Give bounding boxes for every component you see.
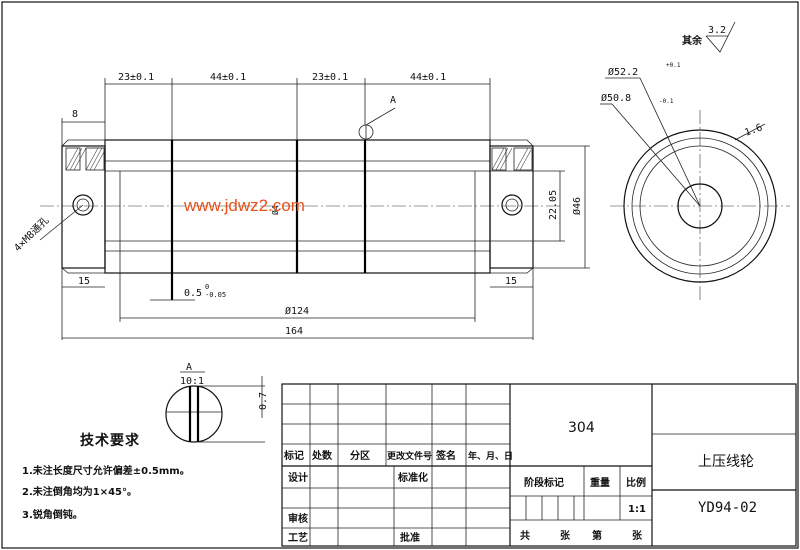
tb-part-code: YD94-02 [698, 500, 757, 516]
tb-part-name: 上压线轮 [698, 454, 754, 470]
title-block: 标记 处数 分区 更改文件号 签名 年、月、日 设计 标准化 审核 工艺 批准 … [281, 383, 797, 547]
dim-top-4: 44±0.1 [410, 72, 446, 83]
tb-h-sign: 签名 [435, 449, 456, 462]
tech-notes: 技术要求 1.未注长度尺寸允许偏差±0.5mm。 2.未注倒角均为1×45°。 … [22, 432, 190, 521]
dim-overall: 164 [285, 326, 303, 337]
end-chamfer: 1.6 [743, 122, 764, 139]
tb-sheets: 张 [560, 529, 571, 542]
tb-ratio: 1:1 [628, 504, 646, 515]
tb-sheet-no: 第 [592, 529, 602, 542]
tb-design: 设计 [288, 471, 308, 484]
tb-h-doc: 更改文件号 [387, 450, 432, 462]
tb-h-mark: 标记 [283, 449, 304, 462]
tb-stage: 阶段标记 [524, 476, 564, 489]
dim-left-15: 15 [78, 276, 90, 287]
dim-right-15: 15 [505, 276, 517, 287]
dim-22-05: 22.05 [548, 190, 559, 220]
tb-material: 304 [568, 420, 595, 436]
tech-title: 技术要求 [80, 432, 140, 449]
main-view: A [40, 95, 560, 300]
hole-note: 4×M8通孔 [12, 214, 52, 254]
roughness-value: 3.2 [708, 25, 726, 36]
detail-dim: 0.7 [258, 392, 269, 410]
tb-standard: 标准化 [397, 471, 428, 484]
watermark: www.jdwz2.com [183, 196, 305, 215]
end-d-outer-tol: +0.1 [666, 62, 681, 69]
dim-phi-small: Ø4 [270, 205, 280, 215]
tb-sheets2: 张 [632, 529, 643, 542]
left-hole [72, 194, 94, 216]
detail-a: A 10:1 0.7 [165, 362, 269, 443]
dim-groove-tol-upper: 0 [205, 283, 209, 291]
tb-review: 审核 [288, 512, 308, 525]
detail-circle [165, 385, 223, 443]
dim-groove: 0.5 [184, 288, 202, 299]
tb-h-zone: 分区 [350, 449, 370, 462]
dim-top-1: 23±0.1 [118, 72, 154, 83]
roughness-label: 其余 [682, 34, 703, 47]
tb-h-count: 处数 [311, 449, 333, 462]
end-d-outer: Ø52.2 [608, 66, 638, 78]
dim-phi46: Ø46 [571, 197, 583, 215]
dimensions: 23±0.1 44±0.1 23±0.1 44±0.1 8 4×M8通孔 15 … [12, 72, 590, 340]
tech-note-1: 1.未注长度尺寸允许偏差±0.5mm。 [22, 464, 190, 477]
tb-total: 共 [520, 529, 530, 542]
dim-top-3: 23±0.1 [312, 72, 348, 83]
end-bore-circle [677, 183, 723, 229]
tb-ratio-label: 比例 [626, 476, 646, 489]
tb-craft: 工艺 [288, 531, 308, 544]
tb-h-date: 年、月、日 [468, 450, 513, 462]
right-hatch [491, 147, 532, 171]
end-outer-circle [623, 129, 777, 283]
tb-approve: 批准 [400, 531, 420, 544]
left-hub [61, 145, 106, 269]
end-d-inner-tol: -0.1 [659, 98, 674, 105]
right-hole [501, 194, 523, 216]
dim-groove-tol-lower: -0.05 [205, 291, 226, 299]
surface-roughness: 其余 3.2 [682, 21, 736, 53]
detail-label: A [186, 362, 192, 373]
dim-phi124: Ø124 [285, 305, 309, 317]
tech-note-2: 2.未注倒角均为1×45°。 [22, 485, 137, 498]
tech-note-3: 3.锐角倒钝。 [22, 508, 83, 521]
end-d-inner: Ø50.8 [601, 92, 631, 104]
detail-scale: 10:1 [180, 376, 204, 387]
left-hatch [65, 147, 105, 171]
right-hub [489, 145, 534, 269]
dim-top-2: 44±0.1 [210, 72, 246, 83]
end-view: Ø52.2 +0.1 Ø50.8 -0.1 1.6 [600, 62, 790, 300]
dim-width-8: 8 [72, 109, 78, 120]
tb-weight: 重量 [590, 476, 610, 489]
section-label-a: A [390, 95, 396, 106]
